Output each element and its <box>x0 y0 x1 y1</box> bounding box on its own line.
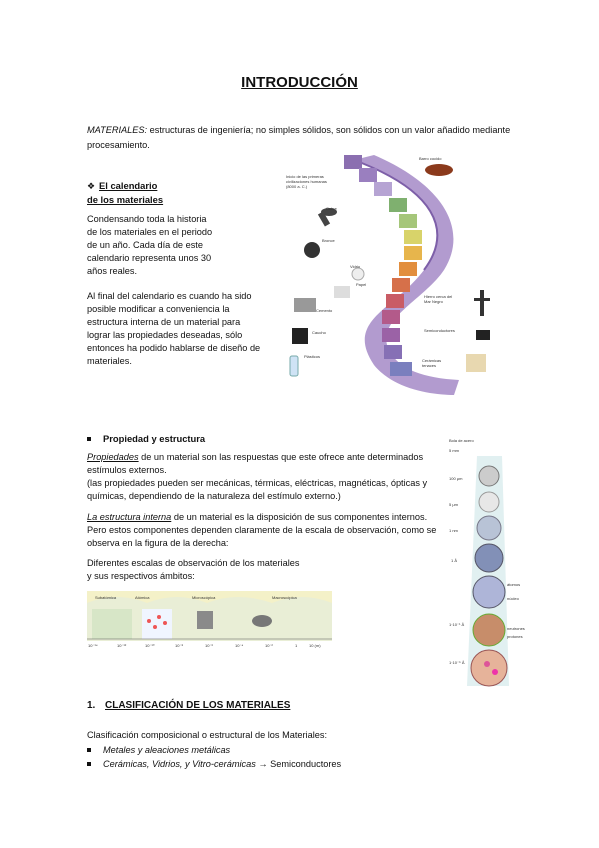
svg-text:10⁻²: 10⁻² <box>265 643 274 648</box>
svg-text:1 nm: 1 nm <box>449 528 459 533</box>
svg-text:10⁻¹²: 10⁻¹² <box>117 643 127 648</box>
svg-text:Mar Negro: Mar Negro <box>424 299 444 304</box>
structure-term: La estructura interna <box>87 512 172 522</box>
structure-text: de un material es la disposición de sus … <box>87 512 437 548</box>
clay-bowl-icon <box>425 164 453 176</box>
svg-text:protones: protones <box>507 634 523 639</box>
svg-text:Hierro cerca del: Hierro cerca del <box>424 294 452 299</box>
calendar-para1: Condensando toda la historia de los mate… <box>87 214 213 276</box>
calendar-heading: ❖El calendario de los materiales <box>87 179 163 206</box>
square-bullet-icon <box>87 761 91 766</box>
classification-intro: Clasificación composicional o estructura… <box>87 730 328 740</box>
svg-text:Cemento: Cemento <box>316 308 333 313</box>
svg-text:(8000 a. C.): (8000 a. C.) <box>286 184 308 189</box>
property-para1: Propiedades de un material son las respu… <box>87 451 442 503</box>
scales-caption: Diferentes escalas de observación de los… <box>87 557 387 583</box>
svg-text:Plásticos: Plásticos <box>304 354 320 359</box>
property-heading-text: Propiedad y estructura <box>103 433 206 444</box>
svg-text:núcleo: núcleo <box>507 596 520 601</box>
scales-line2: y sus respectivos ámbitos: <box>87 571 195 581</box>
svg-text:Inicio de las primeras: Inicio de las primeras <box>286 174 324 179</box>
svg-text:Papel: Papel <box>356 282 366 287</box>
svg-text:10⁻⁶: 10⁻⁶ <box>205 643 214 648</box>
calendar-heading-line1: El calendario <box>99 180 158 191</box>
square-bullet-icon <box>87 436 91 441</box>
svg-text:10⁻¹⁴: 10⁻¹⁴ <box>88 643 98 648</box>
svg-text:1 Å: 1 Å <box>451 558 457 563</box>
property-heading: Propiedad y estructura <box>87 433 205 444</box>
page-title: INTRODUCCIÓN <box>241 74 358 91</box>
intro-term: MATERIALES: <box>87 125 148 135</box>
svg-text:neutrones: neutrones <box>507 626 525 631</box>
calendar-para2: Al final del calendario es cuando ha sid… <box>87 291 261 366</box>
intro-text: estructuras de ingeniería; no simples só… <box>87 125 511 150</box>
intro-paragraph: MATERIALES: estructuras de ingeniería; n… <box>87 123 527 153</box>
calendar-heading-line2: de los materiales <box>87 194 164 205</box>
section1-heading: 1. CLASIFICACIÓN DE LOS MATERIALES <box>87 700 290 711</box>
materials-calendar-figure: Barro cocido Inicio de las primeras civi… <box>284 150 514 400</box>
band-microscopica: Microscópica <box>192 595 216 600</box>
svg-text:1·10⁻⁵ Å: 1·10⁻⁵ Å <box>449 660 465 665</box>
band-macroscopica: Macroscópica <box>272 595 297 600</box>
svg-text:tenaces: tenaces <box>422 363 436 368</box>
property-term: Propiedades <box>87 452 139 462</box>
square-bullet-icon <box>87 747 91 752</box>
svg-text:10⁻¹⁰: 10⁻¹⁰ <box>145 643 155 648</box>
svg-text:10⁻⁸: 10⁻⁸ <box>175 643 184 648</box>
property-text: de un material son las respuestas que es… <box>87 452 424 475</box>
svg-text:10 (m): 10 (m) <box>309 643 321 648</box>
svg-text:100 μm: 100 μm <box>449 476 463 481</box>
observation-scales-figure: Subatómica Atómica Microscópica Macroscó… <box>87 591 332 651</box>
scales-line1: Diferentes escalas de observación de los… <box>87 558 300 568</box>
arrow-icon: → <box>258 759 268 769</box>
section1-title: CLASIFICACIÓN DE LOS MATERIALES <box>105 700 291 711</box>
svg-text:Bronce: Bronce <box>322 238 335 243</box>
section1-number: 1. <box>87 700 96 711</box>
diamond-bullet-icon: ❖ <box>87 181 96 191</box>
svg-text:10⁻⁴: 10⁻⁴ <box>235 643 244 648</box>
property-note: (las propiedades pueden ser mecánicas, t… <box>87 478 428 501</box>
zoom-scale-figure: Bola de acero 5 mm 100 μm 5 μm 1 nm 1 Å … <box>447 436 527 691</box>
svg-text:Bola de acero: Bola de acero <box>449 438 474 443</box>
svg-text:1·10⁻¹ Å: 1·10⁻¹ Å <box>449 622 465 627</box>
calendar-body: Condensando toda la historia de los mate… <box>87 213 272 380</box>
list-item-text: Cerámicas, Vidrios, y Vitro-cerámicas <box>103 759 256 769</box>
svg-text:Caucho: Caucho <box>312 330 327 335</box>
svg-text:Vidrio: Vidrio <box>350 264 361 269</box>
classification-list: Metales y aleaciones metálicas Cerámicas… <box>87 743 341 771</box>
svg-text:1: 1 <box>295 643 298 648</box>
svg-text:5 mm: 5 mm <box>449 448 460 453</box>
svg-text:5 μm: 5 μm <box>449 502 459 507</box>
svg-text:Cerámicas: Cerámicas <box>422 358 441 363</box>
svg-text:Barro cocido: Barro cocido <box>419 156 442 161</box>
band-subatomica: Subatómica <box>95 595 117 600</box>
list-item-text: Metales y aleaciones metálicas <box>103 745 231 755</box>
property-body: Propiedades de un material son las respu… <box>87 451 442 558</box>
svg-text:Semiconductores: Semiconductores <box>424 328 455 333</box>
band-atomica: Atómica <box>135 595 150 600</box>
svg-text:átomos: átomos <box>507 582 520 587</box>
structure-para: La estructura interna de un material es … <box>87 511 442 550</box>
svg-text:civilizaciones humanas: civilizaciones humanas <box>286 179 327 184</box>
list-item: Metales y aleaciones metálicas <box>87 743 341 757</box>
list-item: Cerámicas, Vidrios, y Vitro-cerámicas → … <box>87 757 341 771</box>
list-item-suffix: Semiconductores <box>267 759 342 769</box>
svg-text:Cobre: Cobre <box>326 206 338 211</box>
